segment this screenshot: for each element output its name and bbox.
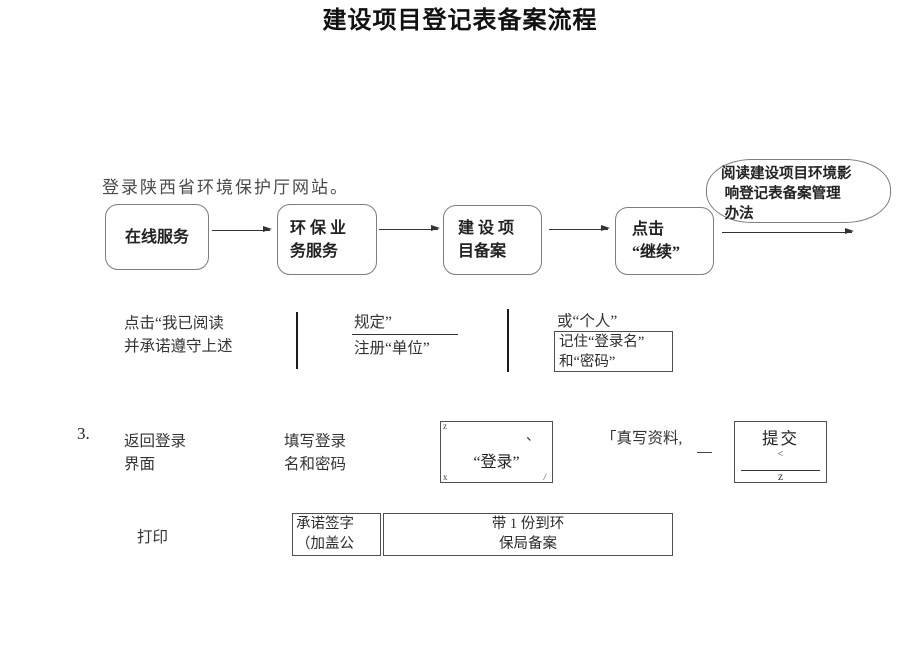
flow-step-env-services: 环 保 业 务服务 xyxy=(277,204,377,275)
bring-copy-box: 带 1 份到环 保局备案 xyxy=(383,513,673,556)
intro-text: 登录陕西省环境保护厅网站。 xyxy=(102,178,349,197)
flow-step-click-continue: 点击 “继续” xyxy=(615,207,714,275)
flow-step-label: 点击 “继续” xyxy=(632,221,681,261)
submit-mark: < xyxy=(777,449,784,460)
note-return-login: 返回登录 界面 xyxy=(124,433,187,473)
login-box: z 、 “登录” x / xyxy=(440,421,553,483)
divider-2 xyxy=(507,309,509,372)
flow-step-label: 环 保 业 务服务 xyxy=(290,219,347,260)
submit-label: 提交 xyxy=(762,429,799,448)
divider-1 xyxy=(296,312,298,369)
step-number: 3. xyxy=(77,424,90,443)
rule-underline xyxy=(352,334,458,336)
read-measures-ellipse: 阅读建设项目环境影 响登记表备案管理 办法 xyxy=(706,159,891,223)
flow-arrow-1 xyxy=(212,226,272,233)
login-corner-bl: x xyxy=(443,472,448,482)
submit-divider xyxy=(741,470,820,472)
submit-box: 提交 < z xyxy=(734,421,827,483)
page-title: 建设项目登记表备案流程 xyxy=(322,8,598,34)
flow-step-project-filing: 建 设 项 目备案 xyxy=(443,205,542,275)
note-rule-top: 规定” xyxy=(354,314,392,331)
login-label: “登录” xyxy=(473,454,520,471)
note-print: 打印 xyxy=(137,529,169,546)
submit-footer: z xyxy=(777,469,784,483)
note-fill-credentials: 填写登录 名和密码 xyxy=(284,433,347,473)
flow-arrow-3 xyxy=(549,225,610,232)
sign-commitment-box: 承诺签字 （加盖公 xyxy=(292,513,381,556)
note-or-personal: 或“个人” xyxy=(557,313,618,330)
note-click-read: 点击“我已阅读 并承诺遵守上述 xyxy=(124,315,233,355)
note-register-unit: 注册“单位” xyxy=(354,340,430,357)
flow-step-label: 建 设 项 目备案 xyxy=(458,220,515,260)
remember-credentials-box: 记住“登录名” 和“密码” xyxy=(554,331,673,372)
login-corner-tl: z xyxy=(443,421,447,431)
login-corner-br: / xyxy=(543,472,546,482)
login-corner-tr: 、 xyxy=(526,429,540,444)
flow-step-online-services: 在线服务 xyxy=(105,204,209,270)
flow-arrow-4 xyxy=(722,228,854,235)
flow-step-label: 在线服务 xyxy=(124,228,189,246)
flow-arrow-2 xyxy=(379,225,440,232)
note-fill-info: 「真写资料, xyxy=(601,430,683,447)
connector-dash xyxy=(697,452,712,454)
